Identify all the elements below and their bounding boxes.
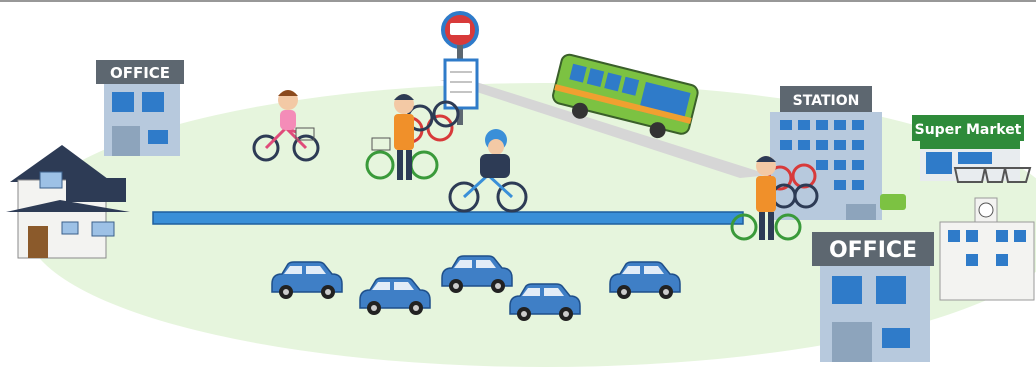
road-line <box>153 212 743 224</box>
office-building-small: OFFICE <box>96 60 184 156</box>
office-building-large: OFFICE <box>812 232 934 362</box>
supermarket-icon: Super Market <box>912 115 1030 182</box>
bus-stop-sign-icon <box>443 13 477 125</box>
office-small-sign: OFFICE <box>110 64 170 82</box>
supermarket-sign: Super Market <box>915 122 1022 138</box>
station-sign: STATION <box>793 93 860 109</box>
office-large-sign: OFFICE <box>829 238 917 263</box>
